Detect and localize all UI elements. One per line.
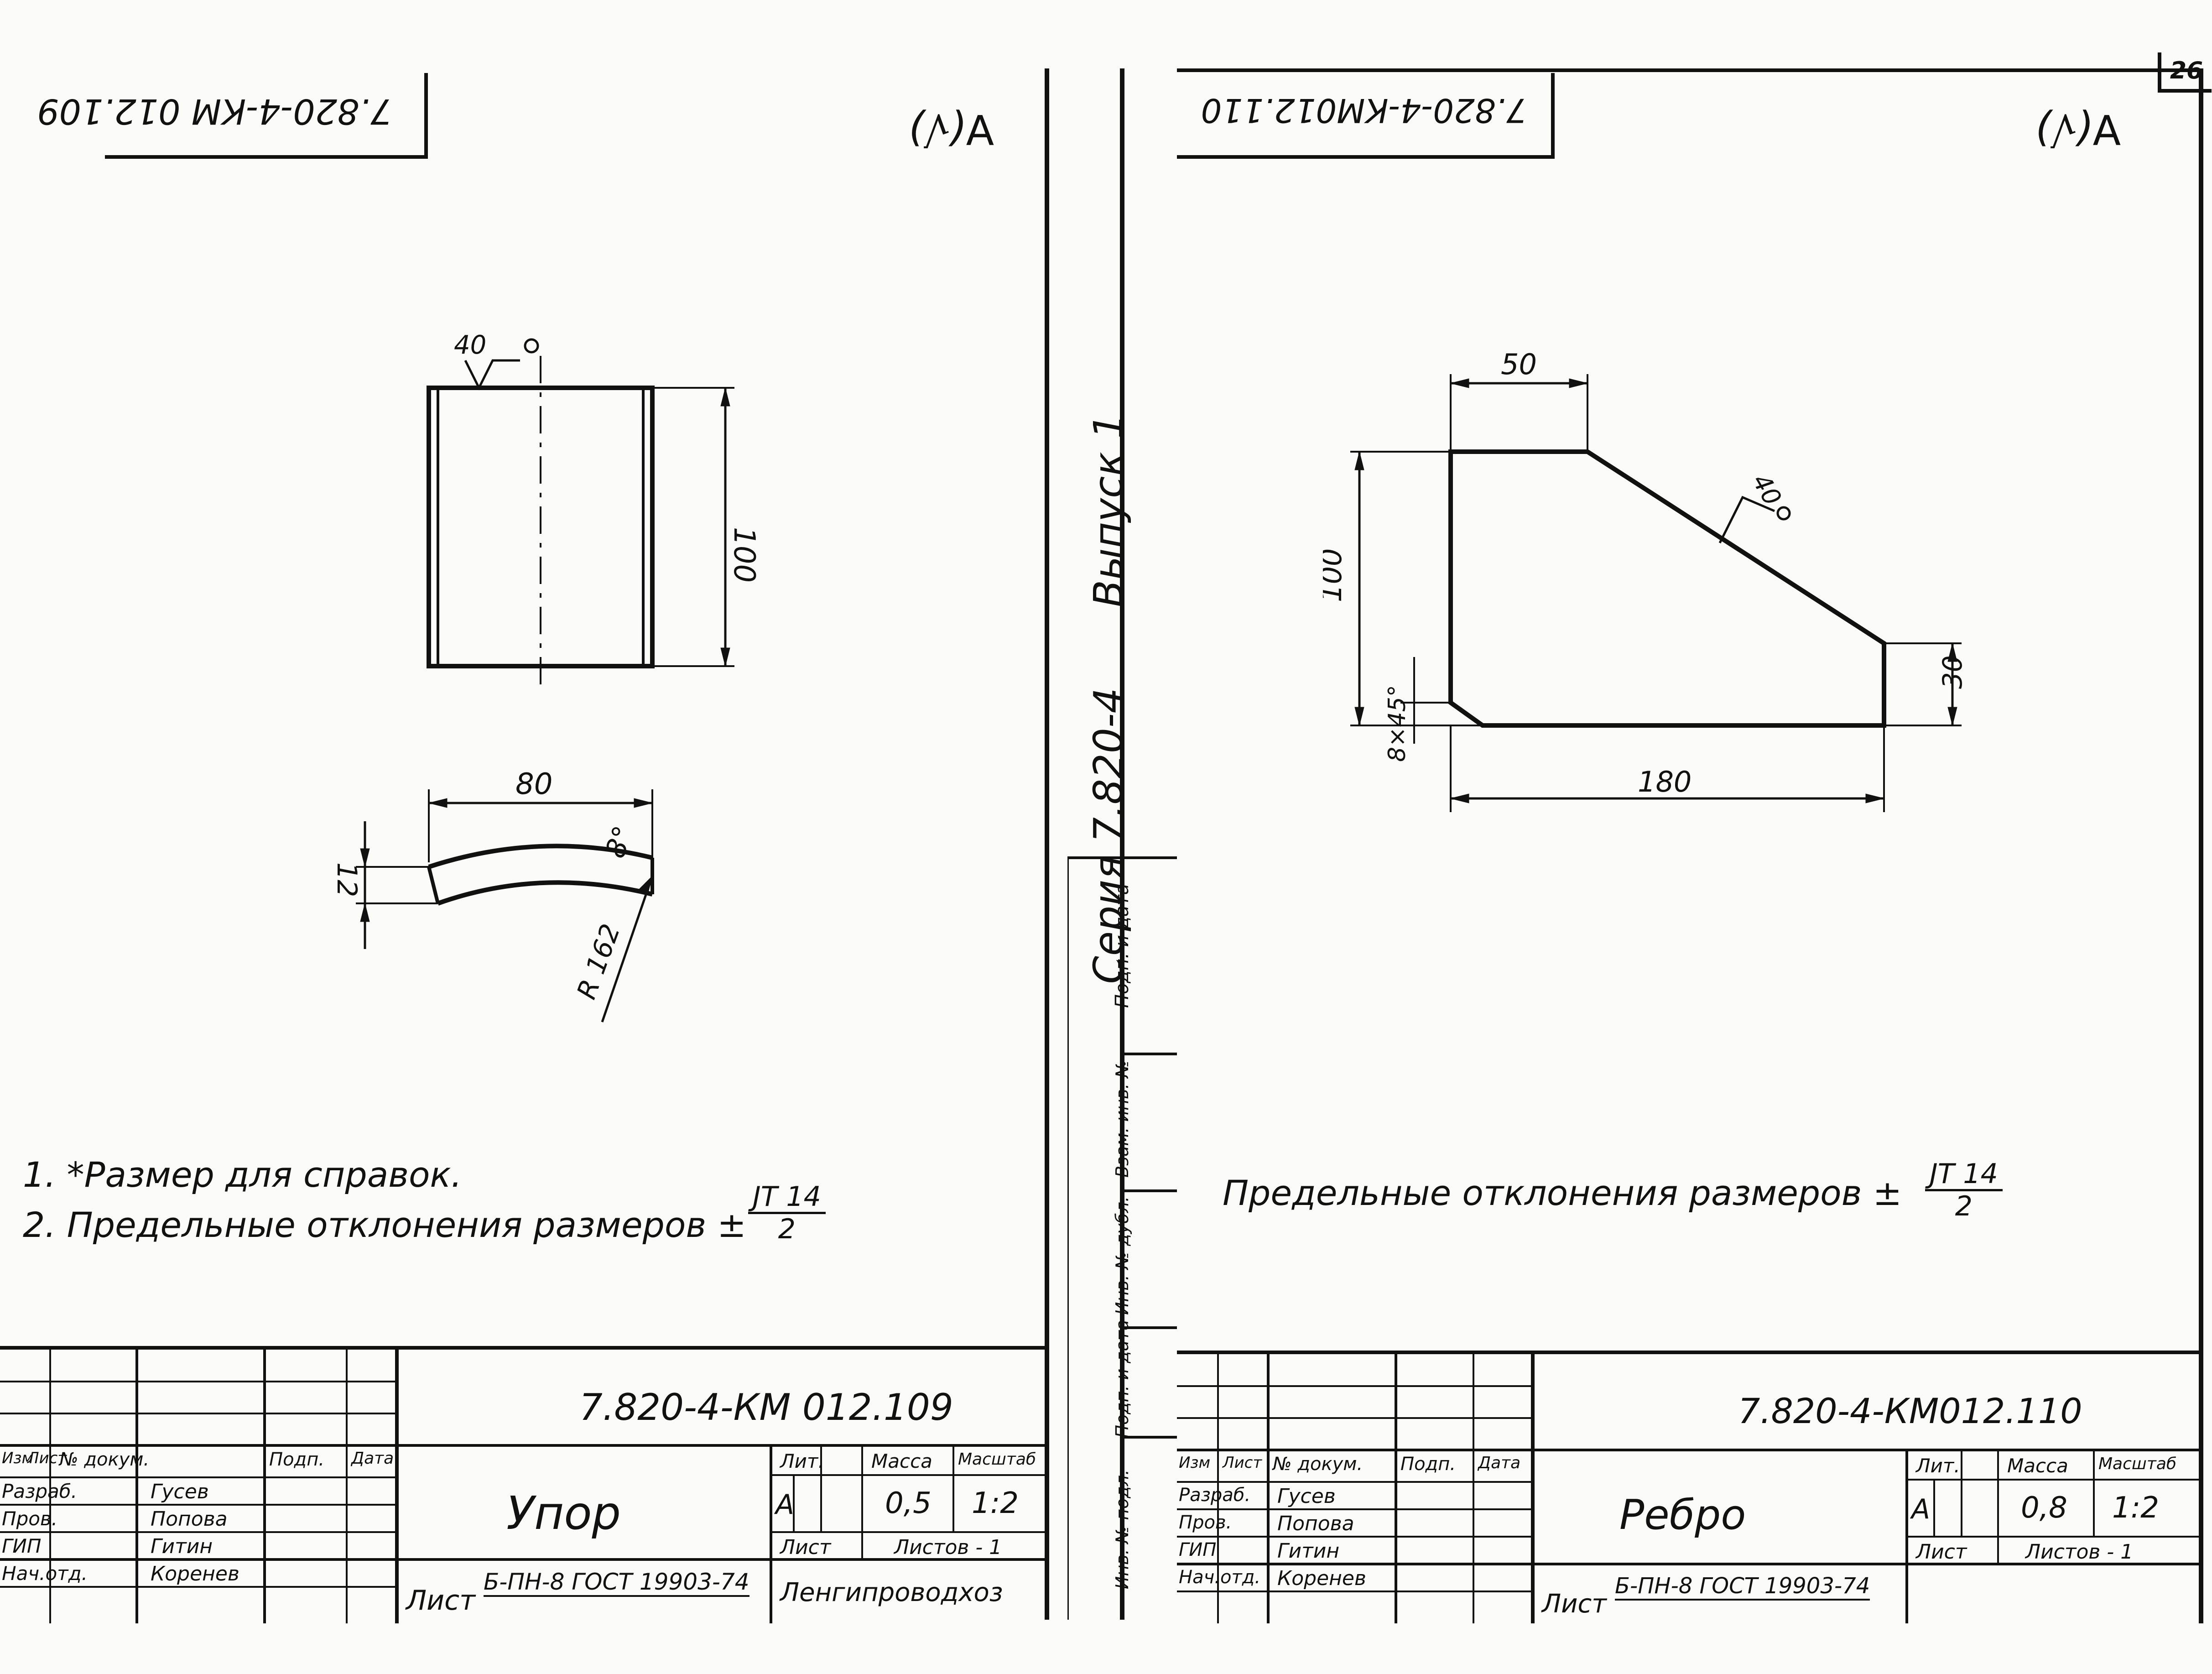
left-tb-h-list: Лист	[27, 1449, 67, 1467]
right-sheet-border	[1177, 68, 2203, 1623]
left-tb-org: Ленгипроводхоз	[780, 1578, 1003, 1607]
left-top-stamp: 7.820-4-КМ 012.109	[37, 91, 392, 132]
right-tb-h-doc: № докум.	[1273, 1454, 1363, 1475]
right-weld-mark: 40	[1747, 469, 1787, 511]
right-tb-sheets-label: Листов - 1	[2025, 1540, 2134, 1564]
left-tb-lit: А	[776, 1489, 795, 1521]
left-tb-sheets-label: Листов - 1	[894, 1536, 1002, 1559]
right-tb-person-3: Коренев	[1277, 1567, 1366, 1590]
left-tb-person-0: Гусев	[151, 1480, 209, 1503]
right-tolerance-num: JT 14	[1925, 1159, 2003, 1191]
left-tb-person-3: Коренев	[151, 1562, 239, 1585]
right-title-block: 7.820-4-КМ012.110 Ребро Изм Лист № докум…	[1177, 1351, 2203, 1623]
right-tb-role-0: Разраб.	[1179, 1485, 1251, 1506]
left-dim-thickness: 12	[331, 862, 363, 897]
right-tb-code: 7.820-4-КМ012.110	[1738, 1391, 2082, 1431]
right-tb-role-2: ГИП	[1179, 1539, 1217, 1560]
left-tb-role-2: ГИП	[2, 1535, 42, 1557]
side-field-0: Подп. и дата	[1112, 883, 1133, 1008]
left-title-block: 7.820-4-КМ 012.109 Упор Изм Лист № докум…	[0, 1346, 1045, 1623]
right-tb-material: Б-ПН-8 ГОСТ 19903-74	[1615, 1573, 1870, 1601]
left-tolerance: JT 14 2	[748, 1182, 826, 1244]
left-tb-code: 7.820-4-КМ 012.109	[579, 1386, 953, 1429]
left-tb-name: Упор	[506, 1486, 621, 1540]
left-tolerance-den: 2	[778, 1213, 796, 1245]
right-tb-lit-label: Лит.	[1916, 1455, 1960, 1477]
right-tb-name: Ребро	[1619, 1491, 1746, 1539]
left-tb-h-doc: № докум.	[59, 1449, 150, 1470]
right-tb-mass: 0,8	[2021, 1491, 2067, 1525]
right-dim-bottom: 180	[1638, 765, 1692, 798]
side-strip-grid	[1067, 68, 1177, 1620]
side-field-2: Инв. № дубл.	[1112, 1196, 1132, 1315]
left-tb-role-3: Нач.отд.	[2, 1562, 88, 1585]
left-dim-width: 80	[515, 767, 552, 801]
right-roughness-symbol: ∀(√)	[2035, 105, 2121, 153]
left-top-stamp-box	[105, 73, 428, 159]
right-tb-role-3: Нач.отд.	[1179, 1567, 1261, 1588]
left-tb-sheet-label: Лист	[780, 1536, 831, 1559]
right-tb-scale-label: Масштаб	[2098, 1455, 2177, 1473]
right-tb-h-izm: Изм	[1179, 1454, 1211, 1472]
right-tb-h-date: Дата	[1478, 1454, 1521, 1472]
side-field-4: Инв. № подл.	[1112, 1469, 1132, 1590]
right-dim-height: 100	[1323, 548, 1348, 602]
left-tb-mass: 0,5	[885, 1486, 932, 1520]
left-tb-role-1: Пров.	[2, 1507, 58, 1530]
left-tb-mass-label: Масса	[871, 1450, 932, 1472]
left-tolerance-num: JT 14	[748, 1182, 826, 1214]
right-tb-lit: А	[1911, 1493, 1931, 1525]
left-roughness-symbol: ∀(√)	[908, 105, 994, 153]
right-top-stamp-box	[1177, 73, 1555, 159]
left-tb-h-izm: Изм	[2, 1449, 34, 1467]
right-tb-person-0: Гусев	[1277, 1485, 1336, 1508]
side-field-1: Взам. инв. №	[1112, 1060, 1132, 1178]
right-part-drawing: 50 40 100 30 180 8×45°	[1323, 348, 1968, 812]
right-dim-chamfer: 8×45°	[1384, 685, 1411, 762]
left-dim-angle: 8°	[599, 822, 640, 862]
right-title-block-grid	[1177, 1354, 2203, 1623]
right-dim-top: 50	[1501, 348, 1537, 381]
side-strip: Серия 7.820-4 Выпуск 1 Подп. и дата Взам…	[1067, 68, 1177, 1620]
left-tb-h-date: Дата	[351, 1449, 394, 1468]
left-section-view	[356, 789, 654, 1022]
right-tb-h-sign: Подп.	[1400, 1454, 1456, 1475]
left-tb-person-2: Гитин	[151, 1535, 213, 1558]
right-tb-sheet-label: Лист	[1916, 1540, 1967, 1564]
right-tolerance-den: 2	[1955, 1190, 1973, 1222]
right-tolerance: JT 14 2	[1925, 1159, 2003, 1221]
left-tb-person-1: Попова	[151, 1507, 228, 1531]
left-title-block-grid	[0, 1350, 1045, 1623]
right-tb-person-2: Гитин	[1277, 1539, 1340, 1563]
right-dim-right: 30	[1937, 655, 1968, 689]
left-tb-material: Б-ПН-8 ГОСТ 19903-74	[484, 1569, 749, 1597]
right-tb-material-prefix: Лист	[1542, 1589, 1607, 1619]
left-dim-height: 100	[727, 527, 761, 583]
left-dim-radius: R 162	[571, 920, 626, 1003]
right-tb-h-list: Лист	[1223, 1454, 1262, 1472]
right-tb-scale: 1:2	[2112, 1491, 2159, 1525]
right-tb-person-1: Попова	[1277, 1512, 1354, 1535]
right-rib-shape	[1350, 374, 1962, 812]
left-weld-mark: 40	[454, 330, 486, 360]
right-tb-role-1: Пров.	[1179, 1512, 1232, 1533]
side-field-3: Подп. и дата	[1112, 1319, 1132, 1438]
left-tb-scale: 1:2	[972, 1486, 1019, 1520]
left-tb-lit-label: Лит.	[780, 1450, 824, 1472]
left-note-1: 1. *Размер для справок.	[23, 1154, 462, 1195]
left-tb-role-0: Разраб.	[2, 1480, 78, 1502]
right-note: Предельные отклонения размеров ±	[1223, 1173, 1902, 1213]
left-tb-scale-label: Масштаб	[958, 1450, 1036, 1469]
left-part-drawing: 40 100 80 12 8° R 162	[331, 330, 761, 1022]
right-tb-mass-label: Масса	[2007, 1455, 2068, 1477]
left-tb-h-sign: Подп.	[269, 1449, 325, 1470]
left-tb-material-prefix: Лист	[406, 1585, 476, 1617]
left-note-2: 2. Предельные отклонения размеров ±	[23, 1205, 746, 1245]
left-sheet-border	[0, 68, 1049, 1620]
left-front-view	[427, 338, 734, 689]
right-top-stamp: 7.820-4-КМ012.110	[1201, 91, 1527, 130]
